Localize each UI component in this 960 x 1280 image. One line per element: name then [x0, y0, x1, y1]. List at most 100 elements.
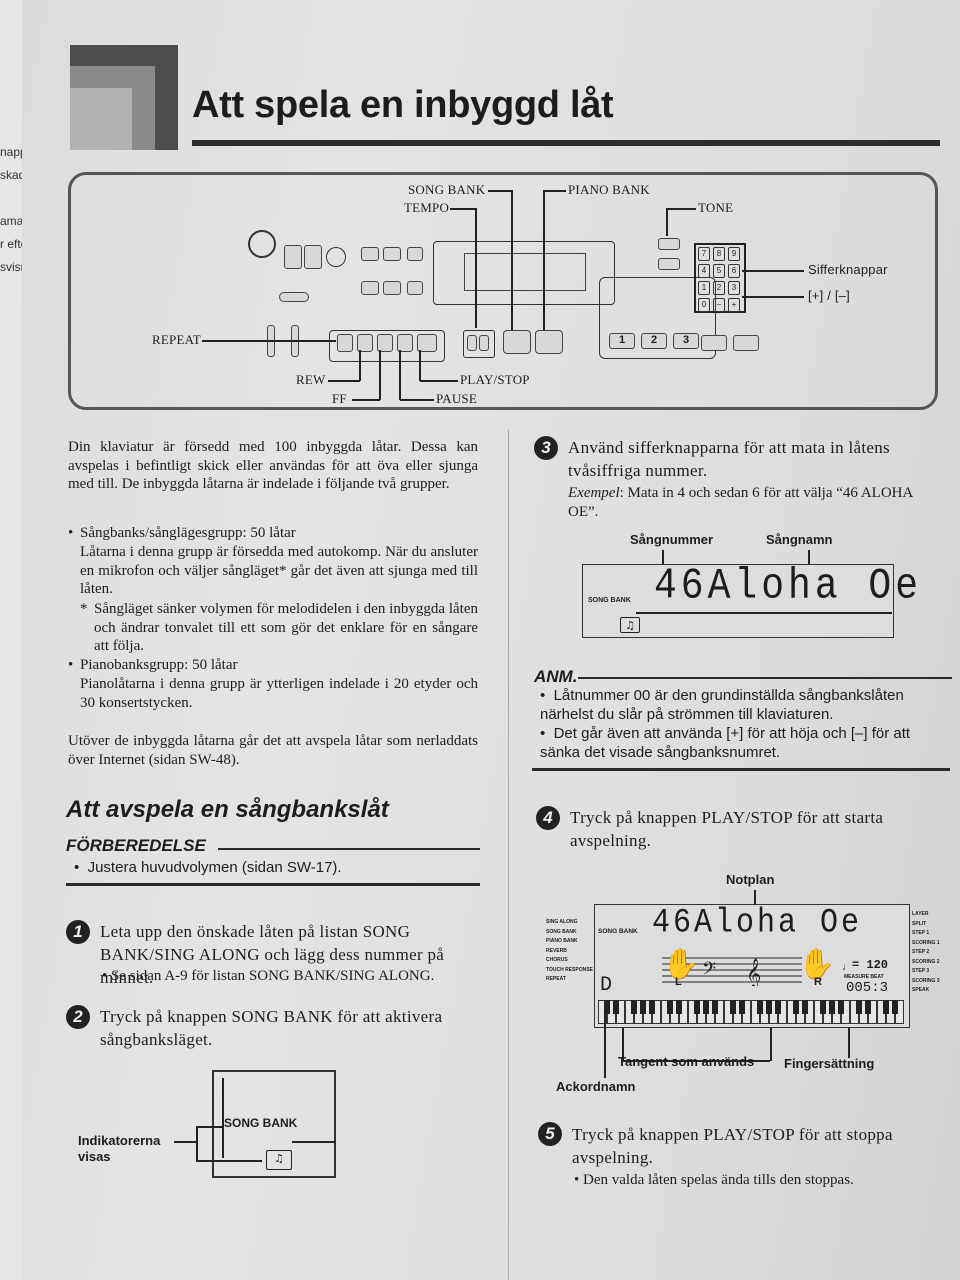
lcd-indicator-label: STEP 1 [912, 930, 930, 936]
lcd-black-key [856, 1000, 862, 1014]
note-item-text: Det går även att använda [+] för att höj… [540, 725, 911, 761]
keypad-button[interactable]: + [728, 298, 740, 312]
panel-button [383, 281, 401, 295]
lcd-black-key [712, 1000, 718, 1014]
pause-button[interactable] [397, 334, 413, 352]
label-ackord: Ackordnamn [556, 1079, 636, 1094]
group-body: Låtarna i denna grupp är försedda med au… [80, 544, 478, 598]
note-item: • Låtnummer 00 är den grundinställda sån… [540, 687, 904, 723]
step-button[interactable]: 1 [609, 333, 635, 349]
title-rule [192, 140, 940, 146]
lcd-indicator-label: REPEAT [546, 976, 566, 982]
keypad-button[interactable]: 7 [698, 247, 710, 261]
keypad-button[interactable]: 6 [728, 264, 740, 278]
song-bank-button[interactable] [503, 330, 531, 354]
play-stop-button[interactable] [417, 334, 437, 352]
right-hand-label: R [814, 976, 822, 988]
keypad-button[interactable]: 0 [698, 298, 710, 312]
note-heading: ANM. [534, 667, 578, 686]
prev-page-fragment: ama sk [0, 214, 26, 228]
song-controller-group [329, 330, 445, 362]
volume-dial-icon [248, 230, 276, 258]
prev-page-fragment: skad ti [0, 168, 26, 182]
lcd-song-display: 46Aloha Oe [652, 904, 863, 944]
layer-button[interactable] [733, 335, 759, 351]
step-button[interactable]: 2 [641, 333, 667, 349]
notation-staff: 𝄢 𝄞 [662, 950, 802, 990]
lcd-indicator-label: SCORING 1 [912, 939, 940, 946]
step-button[interactable]: 3 [673, 333, 699, 349]
repeat-button[interactable] [337, 334, 353, 352]
lcd-black-key [766, 1000, 772, 1014]
keypad-button[interactable]: 2 [713, 281, 725, 295]
lcd-indicator-label: SING ALONG [546, 919, 578, 925]
step-text: Tryck på knappen PLAY/STOP för att start… [570, 808, 884, 850]
keypad-button[interactable]: 1 [698, 281, 710, 295]
callout-sifferknappar: Sifferknappar [808, 262, 888, 277]
step-text: Använd sifferknapparna för att mata in l… [568, 438, 890, 480]
indicator-label: visas [78, 1149, 111, 1164]
tempo-down-button[interactable] [467, 335, 477, 351]
lcd-black-key [703, 1000, 709, 1014]
lcd-black-key [883, 1000, 889, 1014]
measure-beat-value: 005:3 [846, 980, 889, 996]
keypad-button[interactable]: 5 [713, 264, 725, 278]
step-sub: • Den valda låten spelas ända tills den … [574, 1172, 854, 1188]
chord-name: D [600, 974, 613, 997]
left-hand-icon: ✋ [662, 947, 700, 982]
panel-button [304, 245, 322, 269]
keypad-button[interactable]: 4 [698, 264, 710, 278]
bullet: • [68, 525, 74, 541]
metronome-icon: ♩ [842, 962, 852, 973]
lcd-indicator-label: LAYER [912, 911, 929, 917]
step-text: Tryck på knappen SONG BANK för att aktiv… [100, 1007, 443, 1049]
keypad-button[interactable]: – [713, 298, 725, 312]
tempo-value: = 120 [852, 958, 889, 972]
lcd-indicator-label: PIANO BANK [546, 938, 578, 944]
keypad-button[interactable]: 9 [728, 247, 740, 261]
prep-heading: FÖRBEREDELSE [66, 836, 206, 855]
panel-button [383, 247, 401, 261]
svg-text:𝄞: 𝄞 [746, 958, 761, 986]
step-number: 5 [538, 1122, 562, 1146]
lcd-black-key [649, 1000, 655, 1014]
tone-button[interactable] [658, 238, 680, 250]
piano-bank-button[interactable] [535, 330, 563, 354]
lcd-black-key [667, 1000, 673, 1014]
lesson-group [599, 277, 716, 359]
lcd-indicator-label: STEP 2 [912, 949, 930, 955]
lcd-indicator-label: SONG BANK [546, 928, 577, 935]
tempo-up-button[interactable] [479, 335, 489, 351]
keypad-button[interactable]: 8 [713, 247, 725, 261]
step-button-label: 1 [618, 334, 626, 346]
prep-item-text: Justera huvudvolymen (sidan SW-17). [87, 859, 342, 876]
lcd-black-key [775, 1000, 781, 1014]
panel-button [407, 247, 423, 261]
prev-page-fragment: r efter [0, 237, 26, 251]
lcd-indicator-label: TOUCH RESPONSE [546, 966, 593, 973]
svg-text:𝄢: 𝄢 [702, 959, 716, 984]
group-heading: Sångbanks/sånglägesgrupp: 50 låtar [80, 525, 296, 541]
lcd-black-key [631, 1000, 637, 1014]
keypad-button[interactable]: 3 [728, 281, 740, 295]
rhythm-button[interactable] [658, 258, 680, 270]
lcd-indicator-label: SPLIT [912, 920, 927, 927]
lcd-black-key [604, 1000, 610, 1014]
song-bank-indicator-icon: ♫ [620, 617, 640, 633]
rew-button[interactable] [357, 334, 373, 352]
step-sub-text: Den valda låten spelas ända tills den st… [583, 1172, 854, 1188]
lcd-black-key [802, 1000, 808, 1014]
label-songnumber: Sångnummer [630, 532, 714, 547]
lcd-black-key [613, 1000, 619, 1014]
split-button[interactable] [701, 335, 727, 351]
ff-button[interactable] [377, 334, 393, 352]
page-title: Att spela en inbyggd låt [192, 84, 614, 126]
lcd-mode-label: SONG BANK [598, 928, 638, 935]
lcd-song-bank-indicator: SONG BANK [224, 1116, 298, 1130]
note-item: • Det går även att använda [+] för att h… [540, 725, 911, 761]
callout-play-stop: PLAY/STOP [460, 372, 530, 387]
panel-lcd-display [433, 241, 615, 305]
footnote-mark: * [80, 601, 88, 617]
